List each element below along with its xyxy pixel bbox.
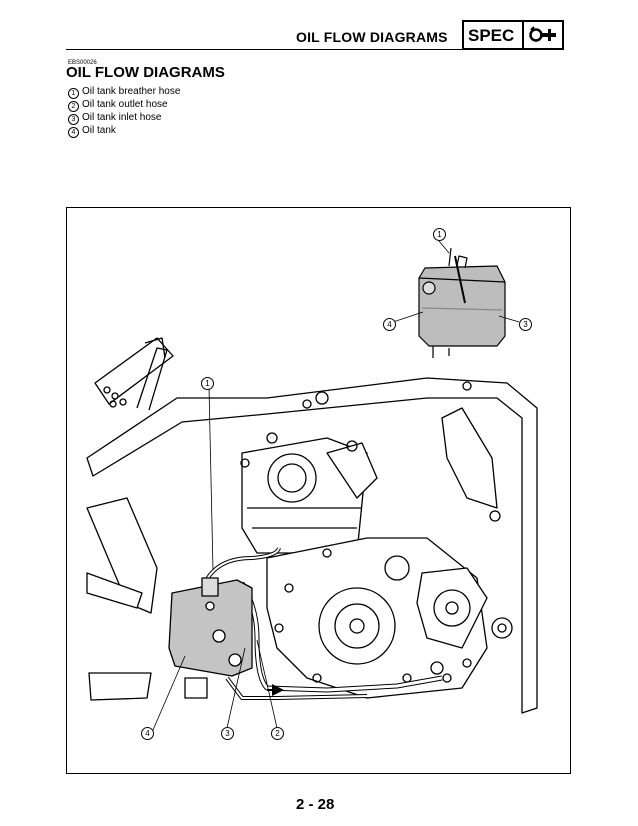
document-code: EBS00026 [68, 60, 97, 66]
badge-divider [522, 22, 524, 48]
legend-number: 4 [68, 127, 79, 138]
engine-illustration [86, 240, 538, 731]
callout-inlet-hose-inset: 3 [519, 318, 532, 331]
callout-oil-tank: 4 [141, 727, 154, 740]
page-title: OIL FLOW DIAGRAMS [66, 64, 225, 81]
legend-label: Oil tank breather hose [82, 86, 181, 97]
legend-number: 2 [68, 101, 79, 112]
callout-outlet-hose: 2 [271, 727, 284, 740]
header-rule [66, 49, 462, 50]
legend-number: 3 [68, 114, 79, 125]
legend-number: 1 [68, 88, 79, 99]
callout-breather-hose-inset: 1 [433, 228, 446, 241]
callout-oil-tank-inset: 4 [383, 318, 396, 331]
wrench-gauge-icon [529, 26, 556, 42]
oil-flow-diagram: 1 3 4 1 4 3 2 [66, 207, 571, 774]
callout-inlet-hose: 3 [221, 727, 234, 740]
callout-breather-hose: 1 [201, 377, 214, 390]
section-header-title: OIL FLOW DIAGRAMS [296, 29, 448, 45]
legend-label: Oil tank inlet hose [82, 112, 162, 123]
page-number: 2 - 28 [296, 796, 335, 813]
spec-badge: SPEC [462, 20, 564, 50]
legend-label: Oil tank outlet hose [82, 99, 168, 110]
spec-badge-label: SPEC [468, 26, 515, 45]
legend-label: Oil tank [82, 125, 116, 136]
